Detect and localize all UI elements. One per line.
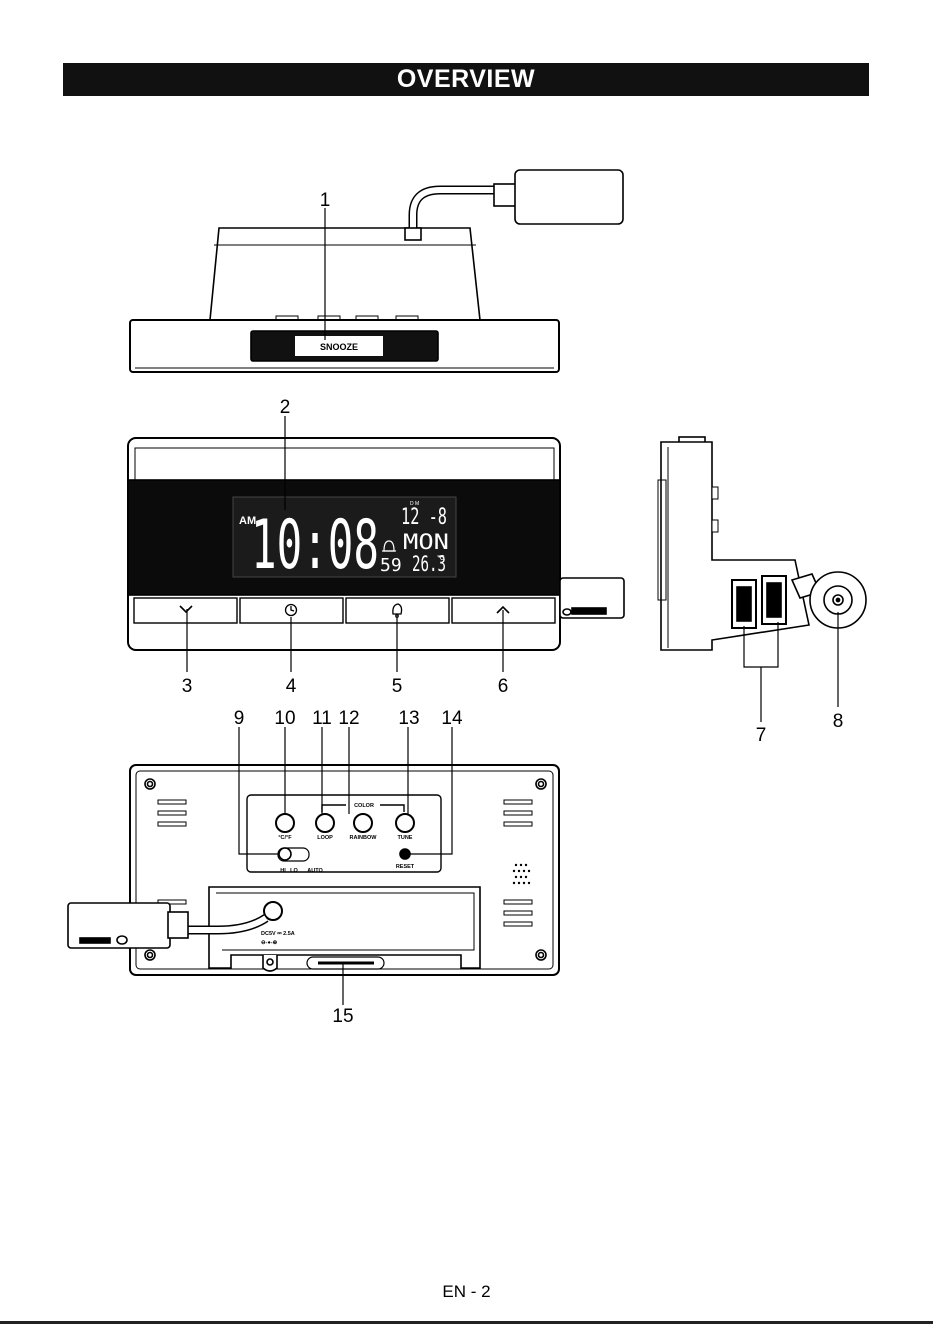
button-label-loop: LOOP [317, 835, 333, 841]
callout-9: 9 [234, 708, 245, 729]
button-label-tune: TUNE [398, 835, 413, 841]
switch-label-auto: AUTO [307, 868, 323, 874]
callout-7: 7 [756, 725, 767, 746]
lcd-temp-unit: °C [437, 554, 445, 562]
power-rating-label: DC5V ⎓ 2.5A [261, 931, 295, 937]
reset-label: RESET [396, 864, 415, 870]
button-label-rainbow: RAINBOW [350, 835, 378, 841]
lcd-date-markers: D M [410, 501, 419, 507]
callout-13: 13 [398, 708, 419, 729]
callout-2: 2 [280, 397, 291, 418]
callout-5: 5 [392, 676, 403, 697]
snooze-label: SNOOZE [320, 342, 358, 352]
lcd-seconds: 59 [380, 555, 402, 576]
callout-8: 8 [833, 711, 844, 732]
callout-6: 6 [498, 676, 509, 697]
lcd-time: 10:08 [251, 506, 379, 585]
callout-12: 12 [338, 708, 359, 729]
polarity-label: ⊖-●-⊕ [261, 940, 278, 946]
top-view: SNOOZE [130, 170, 623, 372]
switch-label-hi: HI [280, 868, 286, 874]
lcd-date: 12 -8 [401, 505, 447, 530]
callout-1: 1 [320, 190, 331, 211]
callout-15: 15 [332, 1006, 353, 1027]
callout-4: 4 [286, 676, 297, 697]
page-number: EN - 2 [0, 1282, 933, 1302]
lcd-day: MON [403, 530, 449, 554]
callout-11: 11 [312, 708, 332, 729]
callout-14: 14 [441, 708, 463, 729]
color-header: COLOR [354, 803, 374, 809]
callout-10: 10 [274, 708, 295, 729]
side-view [658, 437, 866, 650]
switch-label-lo: LO [290, 868, 298, 874]
callout-3: 3 [182, 676, 193, 697]
button-label-celsius-fahrenheit: °C/°F [278, 835, 292, 841]
